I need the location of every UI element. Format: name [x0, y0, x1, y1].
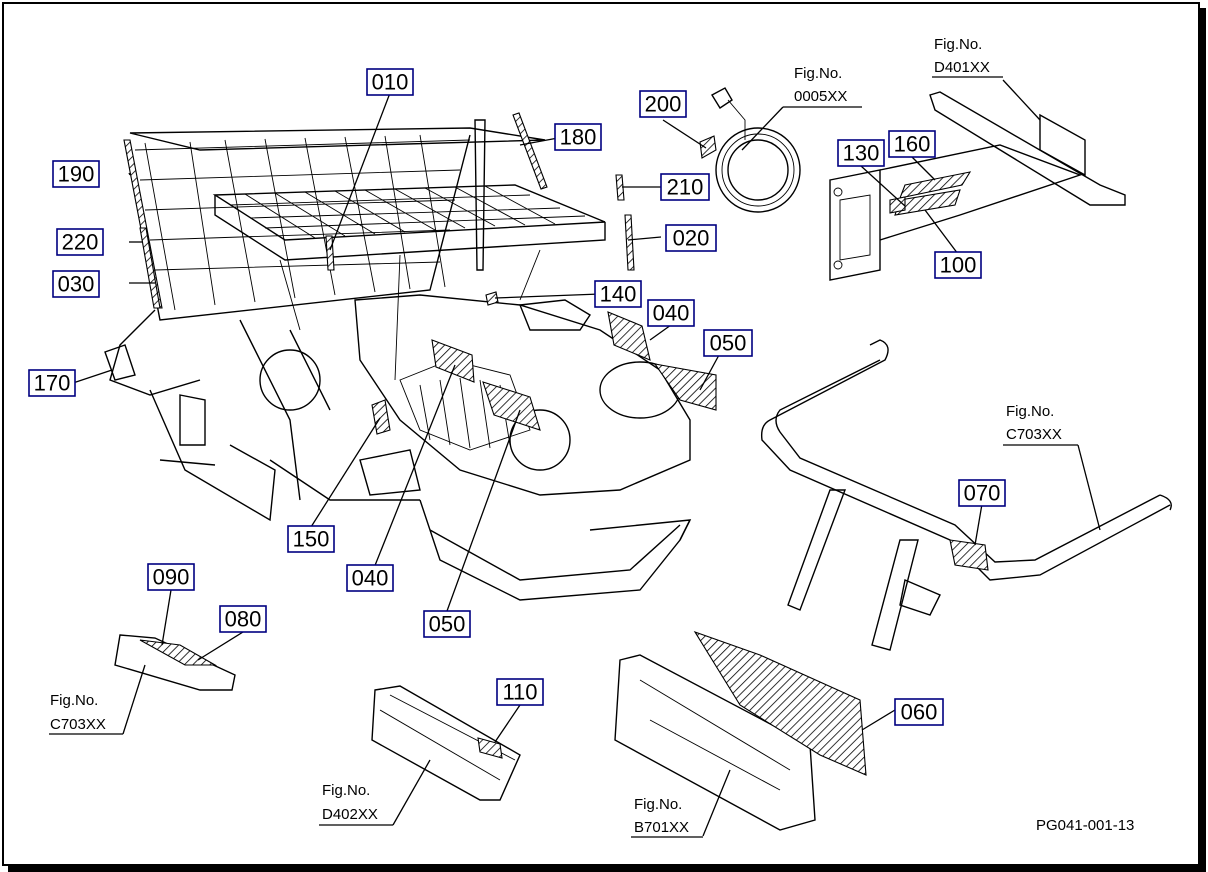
callout-160[interactable]: 160 [888, 130, 936, 158]
fig-ref-d402xx[interactable]: Fig.No. D402XX [319, 782, 393, 826]
callout-label: 090 [153, 565, 190, 590]
decal-210 [615, 174, 625, 201]
fig-ref-prefix: Fig.No. [794, 65, 842, 82]
fig-ref-prefix: Fig.No. [634, 796, 682, 813]
fig-ref-d401xx[interactable]: Fig.No. D401XX [932, 36, 1003, 78]
callout-label: 100 [940, 253, 977, 278]
decal-040-top [607, 311, 651, 361]
callout-label: 180 [560, 125, 597, 150]
callout-label: 060 [901, 700, 938, 725]
decal-220 [139, 227, 161, 309]
decal-060 [693, 630, 867, 776]
callout-220[interactable]: 220 [56, 228, 104, 256]
callout-040-top[interactable]: 040 [647, 299, 695, 327]
callout-080[interactable]: 080 [219, 605, 267, 633]
transplanter-illustration [104, 119, 692, 601]
decal-130 [889, 196, 906, 214]
callout-label: 030 [58, 272, 95, 297]
callout-050-top[interactable]: 050 [703, 329, 753, 357]
callout-070[interactable]: 070 [958, 479, 1006, 507]
callout-label: 190 [58, 162, 95, 187]
callout-100[interactable]: 100 [934, 251, 982, 279]
decal-040-side [431, 339, 475, 383]
frame-shadow-bottom [8, 866, 1206, 872]
fig-ref-number: C703XX [50, 716, 106, 733]
callout-label: 160 [894, 132, 931, 157]
decal-160 [899, 171, 972, 199]
handlebar-illustration [760, 339, 1172, 651]
callout-020[interactable]: 020 [665, 224, 717, 252]
decal-200 [699, 135, 717, 159]
decal-110 [477, 737, 503, 759]
fig-ref-prefix: Fig.No. [1006, 403, 1054, 420]
callout-label: 170 [34, 371, 71, 396]
callout-090[interactable]: 090 [147, 563, 195, 591]
callout-label: 110 [502, 680, 537, 705]
decal-020 [624, 214, 635, 271]
decal-150 [371, 399, 391, 435]
callout-010[interactable]: 010 [366, 68, 414, 96]
callout-210[interactable]: 210 [660, 173, 710, 201]
fig-ref-number: C703XX [1006, 426, 1062, 443]
callout-label: 080 [225, 607, 262, 632]
callout-label: 020 [673, 226, 710, 251]
callout-040-bottom[interactable]: 040 [346, 564, 394, 592]
callout-140[interactable]: 140 [594, 280, 642, 308]
fig-ref-number: 0005XX [794, 88, 847, 105]
callout-label: 010 [372, 70, 409, 95]
decal-070 [949, 539, 989, 571]
fig-ref-number: D402XX [322, 806, 378, 823]
callout-190[interactable]: 190 [52, 160, 100, 188]
decal-050-top [653, 363, 717, 411]
fig-ref-0005xx[interactable]: Fig.No. 0005XX [783, 65, 862, 108]
fig-ref-c703xx-left[interactable]: Fig.No. C703XX [49, 692, 123, 735]
fig-ref-prefix: Fig.No. [50, 692, 98, 709]
decal-group-machine [123, 112, 717, 435]
callout-label: 040 [653, 301, 690, 326]
callout-170[interactable]: 170 [28, 369, 76, 397]
fig-ref-c703xx-right[interactable]: Fig.No. C703XX [1003, 403, 1078, 446]
callout-050-bottom[interactable]: 050 [423, 610, 471, 638]
callout-060[interactable]: 060 [894, 698, 944, 726]
callout-label: 200 [645, 92, 682, 117]
callout-150[interactable]: 150 [287, 525, 335, 553]
callout-200[interactable]: 200 [639, 90, 687, 118]
callout-label: 150 [293, 527, 330, 552]
callout-030[interactable]: 030 [52, 270, 100, 298]
callout-label: 050 [710, 331, 747, 356]
decal-180 [512, 112, 548, 190]
frame-bracket-illustration [829, 91, 1126, 281]
frame-shadow-right [1200, 8, 1206, 870]
callout-label: 050 [429, 612, 466, 637]
drawing-number: PG041-001-13 [1036, 817, 1134, 834]
callout-130[interactable]: 130 [837, 139, 885, 167]
decal-140 [485, 291, 499, 306]
lever-grip-illustration [114, 634, 236, 691]
fig-ref-prefix: Fig.No. [934, 36, 982, 53]
channel-part-illustration [371, 685, 521, 801]
fig-ref-number: D401XX [934, 59, 990, 76]
callout-180[interactable]: 180 [554, 123, 602, 151]
callout-label: 140 [600, 282, 637, 307]
fig-ref-number: B701XX [634, 819, 689, 836]
callout-label: 040 [352, 566, 389, 591]
callout-label: 130 [843, 141, 880, 166]
callout-label: 210 [667, 175, 704, 200]
callout-110[interactable]: 110 [496, 678, 544, 706]
callout-label: 220 [62, 230, 99, 255]
decal-050-side [482, 381, 541, 431]
decal-090-080 [139, 639, 218, 666]
callout-label: 070 [964, 481, 1001, 506]
fig-ref-b701xx[interactable]: Fig.No. B701XX [631, 796, 703, 838]
leader-lines [72, 79, 1101, 837]
fig-ref-prefix: Fig.No. [322, 782, 370, 799]
cover-part-illustration [614, 630, 867, 831]
